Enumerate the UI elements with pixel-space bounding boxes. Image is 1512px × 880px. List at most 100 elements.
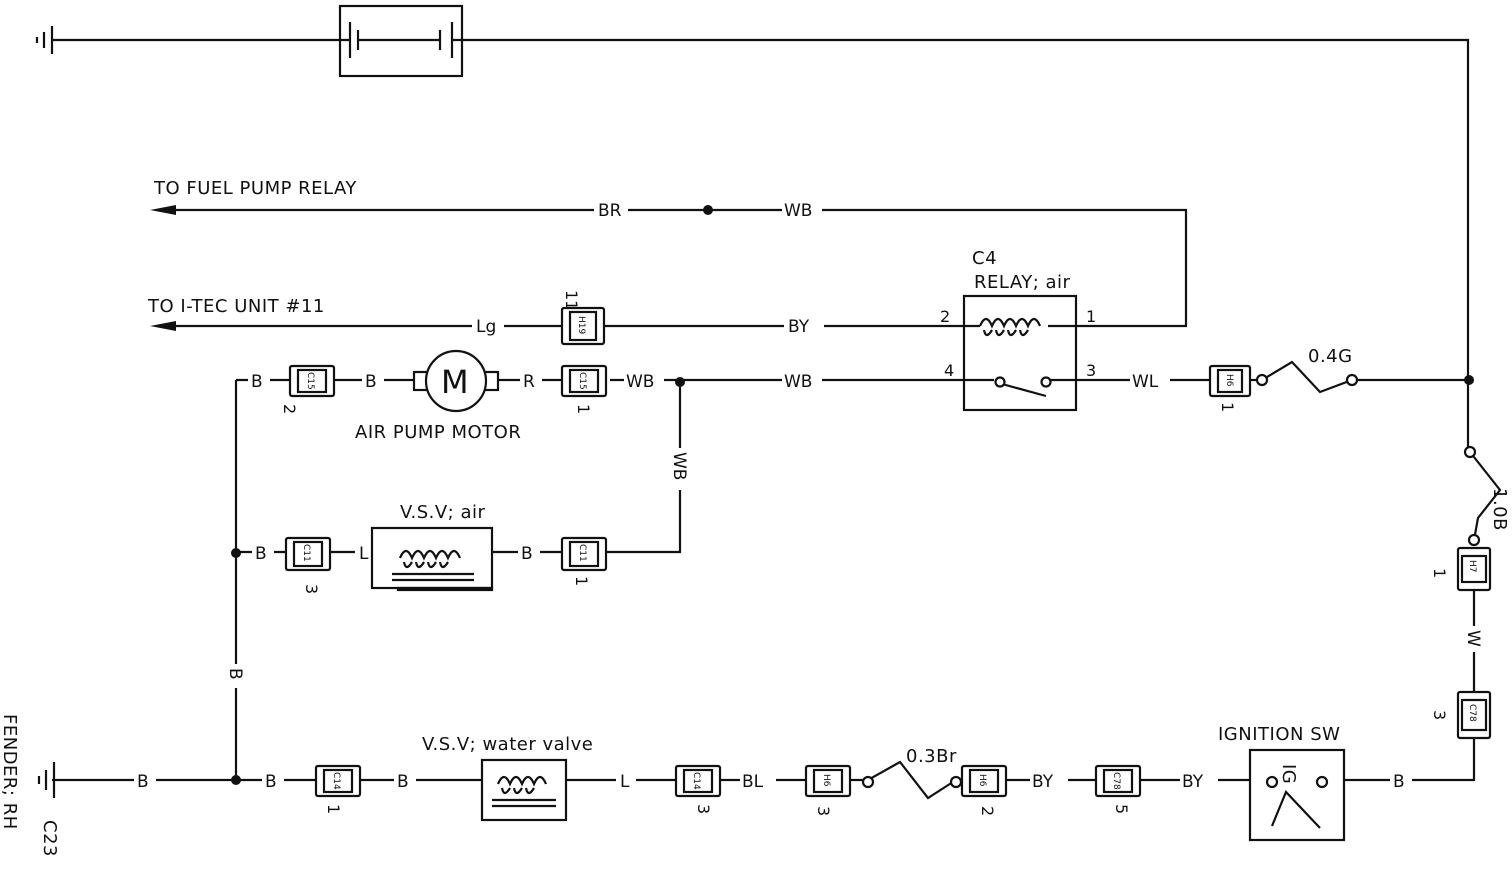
wire-label-by-2: BY	[1182, 772, 1204, 792]
ground-code-label: C23	[39, 820, 60, 857]
connector-code: C78	[1467, 704, 1477, 722]
to-itec-unit-label: TO I-TEC UNIT #11	[147, 296, 325, 317]
connector-code: C15	[305, 372, 315, 390]
wire-label-lg: Lg	[476, 317, 496, 337]
ground-fender-label: FENDER; RH	[0, 714, 20, 830]
ignition-sw-label: IGNITION SW	[1218, 724, 1340, 745]
wire-label-b-7: B	[397, 772, 409, 792]
ig-symbol: IG	[1278, 764, 1299, 784]
connector-h7: H7 1	[1430, 546, 1492, 592]
ignition-switch: IGNITION SW IG	[1218, 724, 1346, 842]
relay-pin-2: 2	[940, 307, 950, 326]
connector-pin: 3	[694, 804, 713, 814]
connector-code: H6	[821, 774, 831, 787]
connector-code: C15	[577, 372, 587, 390]
fuse-04g: 0.4G	[1255, 346, 1359, 387]
connector-code: H6	[977, 774, 987, 787]
connector-code: C11	[577, 544, 587, 562]
connector-c11-right: C11 1	[560, 536, 608, 586]
junction-dot	[231, 548, 241, 558]
ground-top	[35, 26, 54, 54]
connector-code: C11	[301, 544, 311, 562]
connector-code: C14	[331, 772, 341, 790]
junction-dots	[231, 205, 1474, 785]
wire-lines	[52, 38, 1502, 800]
relay-pin-3: 3	[1086, 361, 1096, 380]
wire-label-br: BR	[598, 201, 622, 221]
wire-label-b-8: B	[1393, 772, 1405, 792]
arrow-left-icon	[150, 205, 176, 215]
connector-pin: 1	[1430, 568, 1449, 578]
ground-bottom	[37, 762, 56, 798]
wire-label-r: R	[523, 372, 535, 392]
wire-label-b-4: B	[521, 544, 533, 564]
connector-pin: 11	[562, 290, 581, 310]
fuse-label-04g: 0.4G	[1308, 346, 1353, 367]
wire-label-by-top: BY	[788, 317, 810, 337]
wire-label-b-1: B	[251, 372, 263, 392]
connector-pin: 3	[1430, 710, 1449, 720]
connector-code: C78	[1111, 772, 1121, 790]
air-pump-motor-label: AIR PUMP MOTOR	[355, 422, 521, 443]
junction-dot	[703, 205, 713, 215]
junction-dot	[231, 775, 241, 785]
connector-h6-relay: H6 1	[1208, 364, 1252, 412]
wire-labels: BR WB Lg BY B B R WB WB WL WB B L B B W …	[134, 200, 1484, 792]
junction-dot	[675, 377, 685, 387]
wire-label-l-2: L	[620, 772, 630, 792]
connector-pin: 1	[574, 404, 593, 414]
connector-pin: 1	[572, 576, 591, 586]
wire-label-b-3: B	[255, 544, 267, 564]
connector-code: H19	[576, 316, 586, 334]
fuse-label-10b: 1.0B	[1489, 488, 1510, 531]
relay-name-label: RELAY; air	[974, 272, 1071, 293]
connector-c14-right: C14 3	[674, 764, 722, 814]
relay-pin-1: 1	[1086, 307, 1096, 326]
relay-code-label: C4	[972, 248, 997, 269]
wire-label-b-6: B	[265, 772, 277, 792]
connector-c15-left: C15 2	[280, 364, 336, 414]
vsv-air: V.S.V; air	[370, 502, 494, 592]
wire-label-by-1: BY	[1032, 772, 1054, 792]
connector-pin: 2	[280, 404, 299, 414]
connector-h6-bottom-right: H6 2	[960, 764, 1008, 816]
fuse-03br: 0.3Br	[861, 746, 963, 789]
wire-label-b-2: B	[365, 372, 377, 392]
connector-pin: 2	[978, 806, 997, 816]
wire-label-bl: BL	[742, 772, 764, 792]
connector-code: H7	[1467, 560, 1477, 573]
vsv-water-valve: V.S.V; water valve	[422, 734, 593, 822]
connector-pin: 5	[1112, 804, 1131, 814]
battery	[338, 4, 464, 78]
wire-label-wb-1: WB	[626, 372, 654, 392]
connector-pin: 1	[1218, 402, 1237, 412]
motor-symbol: M	[441, 363, 469, 401]
wire-label-wb-vert: WB	[669, 452, 689, 480]
vsv-water-valve-label: V.S.V; water valve	[422, 734, 593, 755]
wire-label-wb-2: WB	[784, 372, 812, 392]
connector-c14-left: C14 1	[314, 764, 362, 814]
connector-code: C14	[691, 772, 701, 790]
wire-label-b-vert: B	[225, 668, 245, 680]
fuse-label-03br: 0.3Br	[906, 746, 957, 767]
connector-pin: 1	[324, 804, 343, 814]
connector-code: H6	[1224, 374, 1234, 387]
wire-label-l-1: L	[359, 544, 369, 564]
air-pump-motor: M AIR PUMP MOTOR	[355, 349, 521, 443]
connector-h6-bottom-left: H6 3	[804, 764, 852, 816]
connector-c11-left: C11 3	[284, 536, 332, 594]
wire-label-b-5: B	[137, 772, 149, 792]
fuse-10b: 1.0B	[1463, 445, 1510, 547]
wire-label-wb-top: WB	[784, 201, 812, 221]
arrow-heads	[150, 205, 176, 331]
connector-pin: 3	[814, 806, 833, 816]
connector-c78-bottom: C78 5	[1094, 764, 1142, 814]
vsv-air-label: V.S.V; air	[400, 502, 485, 523]
connector-h19: H19 11	[560, 290, 606, 346]
wire-label-wl: WL	[1132, 372, 1159, 392]
relay-pin-4: 4	[944, 361, 954, 380]
connector-c78-right: C78 3	[1430, 690, 1492, 740]
junction-dot	[1464, 375, 1474, 385]
arrow-left-icon	[150, 321, 176, 331]
